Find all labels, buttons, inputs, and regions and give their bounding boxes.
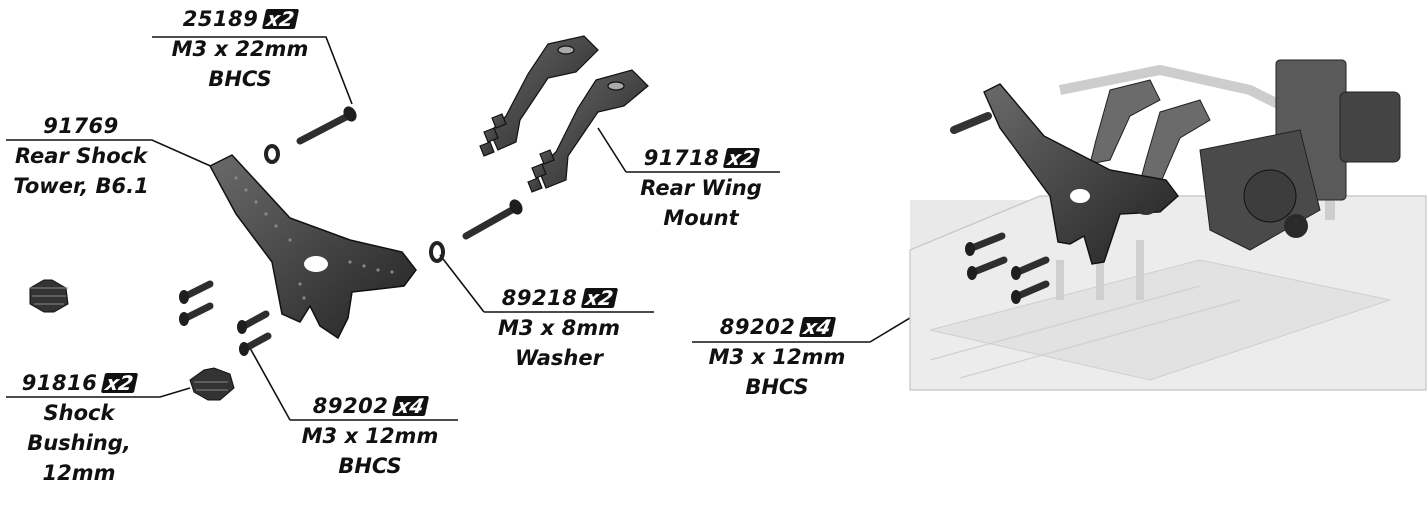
screw-22mm-part [296, 106, 357, 145]
part-desc-line: Shock [43, 401, 115, 425]
part-desc-line: BHCS [338, 454, 402, 478]
washer-top-part [264, 144, 280, 164]
quantity-badge: x2 [262, 7, 300, 31]
part-desc-line: Washer [515, 346, 603, 370]
part-desc-line: Tower, B6.1 [13, 174, 149, 198]
part-desc-line: Rear Wing [640, 176, 762, 200]
part-desc-line: Mount [663, 206, 739, 230]
part-number: 89218 [501, 286, 578, 310]
shock-tower-part [208, 154, 417, 340]
rear-wing-mount-part [479, 35, 649, 193]
part-desc-line: Rear Shock [14, 144, 148, 168]
part-desc-line: 12mm [42, 461, 116, 485]
part-number: 91769 [43, 114, 119, 138]
part-number: 89202 [719, 315, 796, 339]
quantity-badge: x2 [101, 371, 139, 395]
assembled-view-image [909, 59, 1427, 391]
part-number: 91718 [643, 146, 720, 170]
part-number: 91816 [21, 371, 98, 395]
part-desc-line: BHCS [745, 375, 809, 399]
part-number: 25189 [182, 7, 259, 31]
quantity-badge: x4 [799, 315, 837, 339]
quantity-badge: x4 [392, 394, 430, 418]
part-desc-line: M3 x 12mm [708, 345, 846, 369]
quantity-badge: x2 [581, 286, 619, 310]
bhcs-12mm-screws-left [182, 280, 272, 352]
shock-bushing-part [29, 279, 235, 401]
screw-washer-middle-part [429, 199, 523, 263]
part-desc-line: M3 x 12mm [301, 424, 439, 448]
quantity-badge: x2 [723, 146, 761, 170]
label-shock-tower: 91769 Rear Shock Tower, B6.1 [4, 111, 158, 201]
part-desc-line: M3 x 22mm [171, 37, 309, 61]
part-number: 89202 [312, 394, 389, 418]
part-desc-line: M3 x 8mm [497, 316, 621, 340]
part-desc-line: Bushing, [27, 431, 131, 455]
bhcs-heads-left [179, 290, 249, 356]
part-desc-line: BHCS [208, 67, 272, 91]
